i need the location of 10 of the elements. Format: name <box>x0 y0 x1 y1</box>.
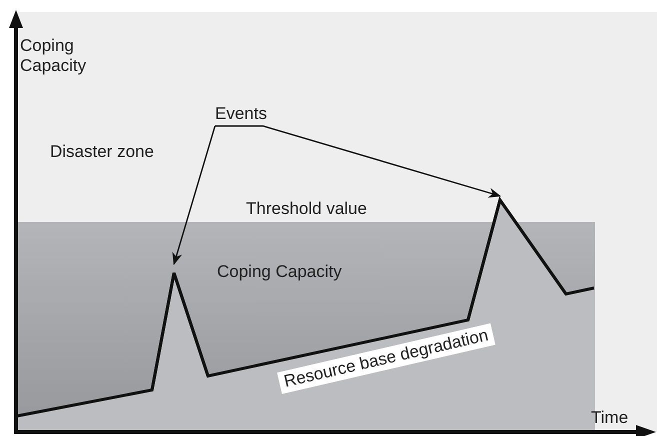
zone-label: Disaster zone <box>50 142 154 162</box>
threshold-label: Threshold value <box>246 199 367 219</box>
callout-label: Events <box>215 104 267 124</box>
peak <box>150 272 210 390</box>
axis-label: Coping Capacity <box>20 36 88 76</box>
leader-arrow <box>172 126 216 266</box>
peak <box>466 196 568 320</box>
leader-arrow <box>215 125 502 198</box>
region-label: Coping Capacity <box>217 262 342 282</box>
axis-label: Time <box>591 408 628 428</box>
